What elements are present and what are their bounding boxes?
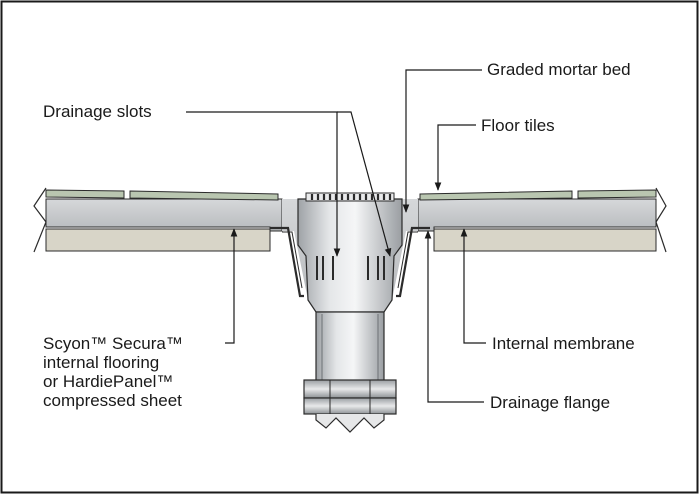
label-floor-tiles: Floor tiles: [481, 116, 555, 135]
left-break-line: [33, 187, 47, 253]
left-flange-inner: [282, 231, 303, 289]
right-substrate-sheet: [433, 228, 657, 252]
right-tile-1: [419, 190, 573, 201]
right-tile-2: [577, 189, 657, 199]
right-flange: [396, 226, 430, 298]
left-flange: [270, 226, 304, 298]
pipe-tail: [315, 414, 385, 433]
left-floor-section: [33, 187, 283, 253]
leader-floor-tiles: [434, 124, 476, 191]
right-flange-inner: [397, 231, 418, 289]
label-internal-membrane: Internal membrane: [492, 334, 635, 353]
right-break-line: [655, 187, 667, 253]
left-tile-1: [45, 189, 125, 199]
leader-scyon-sheet: [225, 228, 238, 344]
leader-internal-membrane: [460, 228, 486, 344]
pipe-nut: [303, 379, 397, 399]
funnel-body: [297, 198, 403, 313]
label-drainage-flange: Drainage flange: [490, 393, 611, 412]
grate-slots: [310, 194, 392, 200]
label-scyon-sheet: Scyon™ Secura™ internal flooring or Hard…: [43, 334, 183, 410]
left-substrate-sheet: [45, 228, 271, 252]
right-mortar-bed: [417, 198, 657, 232]
body-drainage-slots: [316, 256, 385, 280]
right-floor-section: [417, 187, 667, 253]
leader-lines: [186, 69, 486, 403]
drain-assembly: [270, 192, 430, 433]
label-drainage-slots: Drainage slots: [43, 102, 152, 121]
left-mortar-bed: [45, 198, 283, 232]
outlet-pipe: [315, 311, 385, 383]
leader-drainage-slots-2: [337, 111, 392, 257]
label-graded-mortar-bed: Graded mortar bed: [487, 60, 631, 79]
left-tile-2: [129, 190, 279, 201]
leader-drainage-flange: [424, 230, 484, 403]
drain-grate: [305, 192, 395, 202]
leader-graded-mortar-bed: [402, 69, 482, 213]
